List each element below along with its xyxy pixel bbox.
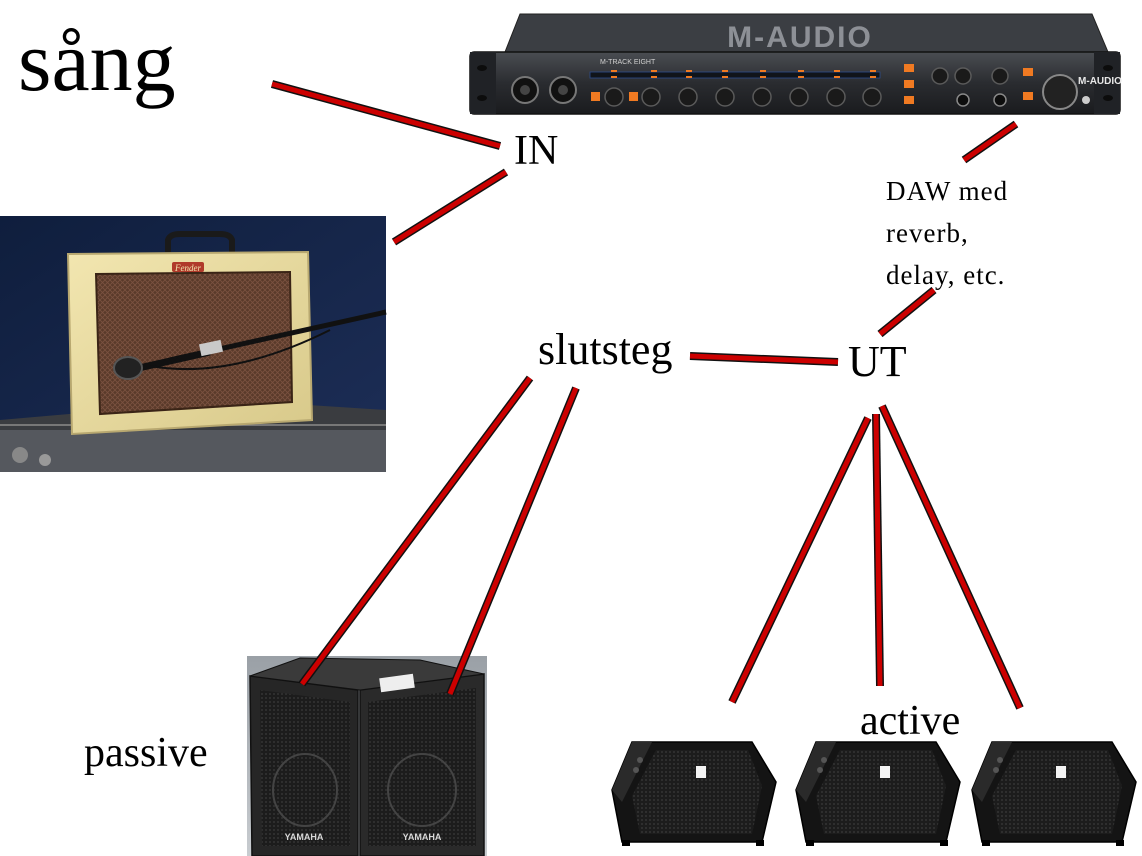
cable-sang-to-in xyxy=(271,81,501,149)
active-speaker-3 xyxy=(971,741,1137,846)
interface-model: M-TRACK EIGHT xyxy=(600,59,656,66)
cable-slutsteg-to-ut xyxy=(689,353,839,365)
cable-slutsteg-to-passive-right xyxy=(447,387,579,695)
cable-interface-to-daw xyxy=(962,121,1018,163)
label-active: active xyxy=(860,698,961,744)
cable-amp-to-in xyxy=(392,169,508,245)
cable-ut-to-active-middle xyxy=(873,413,883,687)
label-daw-effects: DAW med reverb, delay, etc. xyxy=(886,176,1009,290)
gain-knobs xyxy=(604,87,882,107)
cable-daw-to-ut xyxy=(878,288,936,336)
amp-logo: Fender xyxy=(174,263,201,273)
active-speaker-2 xyxy=(795,741,961,846)
passive-speaker-brand-left: YAMAHA xyxy=(285,832,324,842)
label-sang: sång xyxy=(18,13,176,109)
passive-speakers-image: YAMAHA YAMAHA xyxy=(247,656,487,856)
passive-speaker-brand-right: YAMAHA xyxy=(403,832,442,842)
led-meters xyxy=(611,70,876,78)
cable-slutsteg-to-passive-left xyxy=(299,376,533,686)
cable-ut-to-active-left xyxy=(729,416,871,704)
guitar-amp-image: Fender xyxy=(0,216,387,472)
cable-connectors xyxy=(270,80,1024,710)
label-ut: UT xyxy=(848,337,907,386)
label-in: IN xyxy=(514,128,559,174)
audio-interface-image: M-AUDIO M-TRACK EIGHT xyxy=(469,13,1122,115)
cable-ut-to-active-right xyxy=(879,404,1023,710)
interface-brand-side: M-AUDIO xyxy=(1078,76,1122,87)
label-passive: passive xyxy=(84,730,208,776)
label-slutsteg: slutsteg xyxy=(538,325,673,374)
orange-buttons xyxy=(591,64,1033,104)
interface-brand-top: M-AUDIO xyxy=(727,21,873,54)
active-speaker-1 xyxy=(611,741,777,846)
